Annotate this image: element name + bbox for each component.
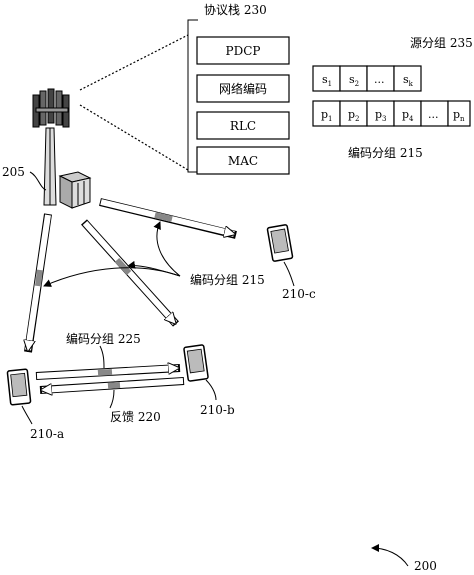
- coded-cell-3-text: p3: [375, 108, 387, 123]
- arrow-ue-b-to-ue-a: [40, 377, 185, 390]
- antenna-3: [47, 88, 55, 124]
- feedback-marker: [107, 382, 121, 389]
- cabinet-front: [59, 175, 73, 209]
- base-station-tower: [32, 88, 92, 209]
- source-cell-4-text: sk: [403, 73, 414, 88]
- stack-connector-bottom: [79, 104, 189, 171]
- coded-packet-225-leader: [99, 345, 105, 369]
- stack-title: 协议栈 230: [204, 2, 267, 17]
- cabinet-side: [71, 177, 91, 209]
- layer-label-network-coding: 网络编码: [219, 81, 267, 96]
- layer-label-pdcp: PDCP: [226, 44, 261, 58]
- coded-cell-1-text: p1: [321, 108, 333, 123]
- layer-label-rlc: RLC: [230, 119, 256, 133]
- ue-b-phone-screen: [186, 348, 205, 374]
- coded-cell-2-text: p2: [348, 108, 360, 123]
- ue-a-leader: [21, 405, 33, 425]
- coded-cell-6: [447, 100, 471, 127]
- figure-number: 200: [414, 559, 437, 573]
- layer-box-mac: [196, 146, 290, 175]
- ue-b-leader: [205, 379, 217, 401]
- source-packet-cells: s1 s2 ... sk: [312, 65, 422, 92]
- layer-box-rlc: [196, 111, 290, 140]
- arrow-ue-a-to-ue-b: [35, 368, 180, 380]
- coded-packets-label: 编码分组 215: [348, 145, 423, 160]
- ue-a-phone-screen: [10, 372, 28, 398]
- ue-c-phone: [266, 224, 294, 262]
- layer-box-network-coding: [196, 74, 290, 103]
- coded-packet-cells: p1 p2 p3 p4 ... pn: [312, 100, 471, 127]
- source-cell-3: [366, 65, 395, 92]
- ue-a-phone: [6, 368, 32, 406]
- ue-a-label: 210-a: [30, 427, 64, 441]
- source-cell-2: [339, 65, 368, 92]
- arrow-to-ue-b: [81, 219, 179, 327]
- source-cell-1-text: s1: [322, 73, 332, 88]
- feedback-label: 反馈 220: [110, 410, 161, 424]
- ue-b-phone: [183, 344, 209, 382]
- source-cell-2-text: s2: [349, 73, 359, 88]
- coded-packet-225-marker: [97, 369, 113, 376]
- source-packets-label: 源分组 235: [410, 36, 473, 50]
- coded-cell-2: [339, 100, 368, 127]
- feedback-leader: [109, 389, 115, 409]
- coded-cell-3: [366, 100, 395, 127]
- coded-packet-marker-b: [114, 257, 132, 276]
- arrow-to-ue-a: [28, 213, 52, 352]
- layer-label-mac: MAC: [228, 154, 258, 168]
- stack-bracket: [187, 19, 198, 173]
- base-station-leader: [29, 171, 47, 191]
- coded-packet-marker-a: [35, 269, 43, 287]
- coded-cell-4-text: p4: [402, 108, 414, 123]
- ue-c-phone-screen: [270, 228, 289, 254]
- coded-cell-6-text: pn: [453, 108, 465, 123]
- coded-packet-marker-c: [154, 212, 173, 222]
- stack-connector-top: [79, 34, 189, 91]
- source-cell-4: [393, 65, 422, 92]
- arrow-to-ue-c: [99, 198, 236, 239]
- ue-c-label: 210-c: [282, 287, 316, 301]
- coded-packet-225-label: 编码分组 225: [66, 331, 141, 346]
- antenna-ring: [35, 107, 69, 113]
- arrow-to-ue-b-fill: [82, 220, 178, 323]
- figure-number-leader: [371, 544, 409, 567]
- ue-b-label: 210-b: [200, 403, 235, 417]
- coded-cell-5-text: ...: [428, 108, 439, 121]
- annotation-curve-to-b: [127, 260, 181, 277]
- source-cell-3-text: ...: [374, 73, 385, 86]
- base-station-label: 205: [2, 165, 25, 179]
- layer-box-pdcp: [196, 36, 290, 65]
- ue-c-leader: [283, 261, 295, 287]
- annotation-curve-to-c: [153, 221, 181, 277]
- coded-packet-label-mid: 编码分组 215: [190, 272, 265, 287]
